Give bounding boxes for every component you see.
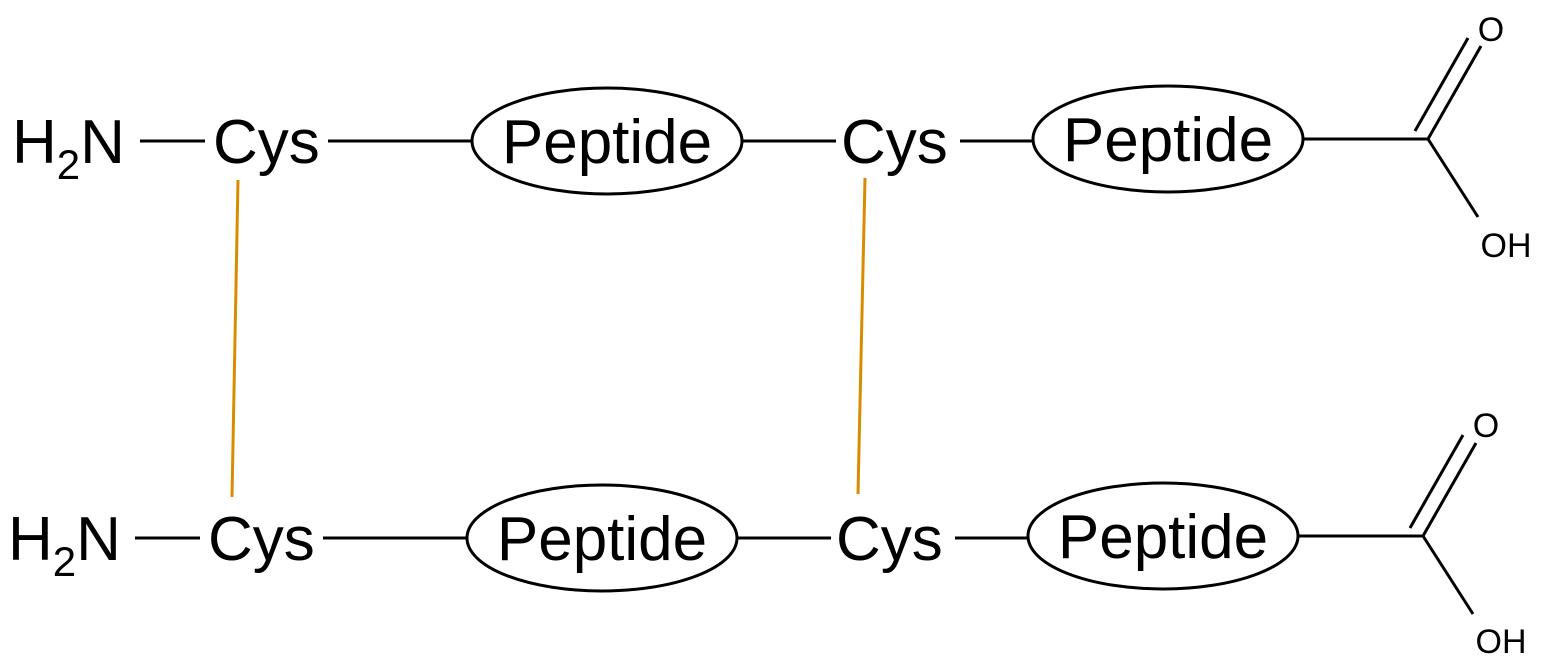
n-terminus-1: H2N [12, 108, 125, 188]
peptide-label-1a: Peptide [502, 108, 712, 177]
hydroxyl-label-1: OH [1481, 227, 1532, 265]
carbonyl-oxygen-2: O [1473, 407, 1499, 445]
n-terminus-2: H2N [8, 505, 121, 585]
disulfide-bond-1 [230, 179, 240, 498]
carbonyl-bond-1a [1426, 45, 1483, 140]
cys-residue-1b: Cys [841, 108, 948, 177]
carbonyl-bond-2a [1421, 442, 1478, 537]
peptide-label-2a: Peptide [497, 505, 707, 574]
cys-residue-2a: Cys [208, 505, 315, 574]
carboxyl-group-1: O OH [1413, 11, 1532, 265]
carbonyl-oxygen-1: O [1478, 11, 1504, 49]
peptide-chain-2: H2N Cys Peptide Cys Peptide O OH [8, 407, 1527, 661]
peptide-label-1b: Peptide [1063, 106, 1273, 175]
hydroxyl-label-2: OH [1476, 623, 1527, 661]
cys-residue-2b: Cys [836, 505, 943, 574]
hydroxyl-bond-2 [1421, 535, 1475, 615]
cys-residue-1a: Cys [213, 108, 320, 177]
peptide-label-2b: Peptide [1058, 503, 1268, 572]
hydroxyl-bond-1 [1426, 138, 1480, 218]
carbonyl-bond-1b [1413, 37, 1470, 132]
disulfide-bond-2 [856, 177, 867, 495]
carbonyl-bond-2b [1408, 434, 1465, 529]
peptide-chain-1: H2N Cys Peptide Cys Peptide O OH [12, 11, 1532, 265]
carboxyl-group-2: O OH [1408, 407, 1527, 661]
